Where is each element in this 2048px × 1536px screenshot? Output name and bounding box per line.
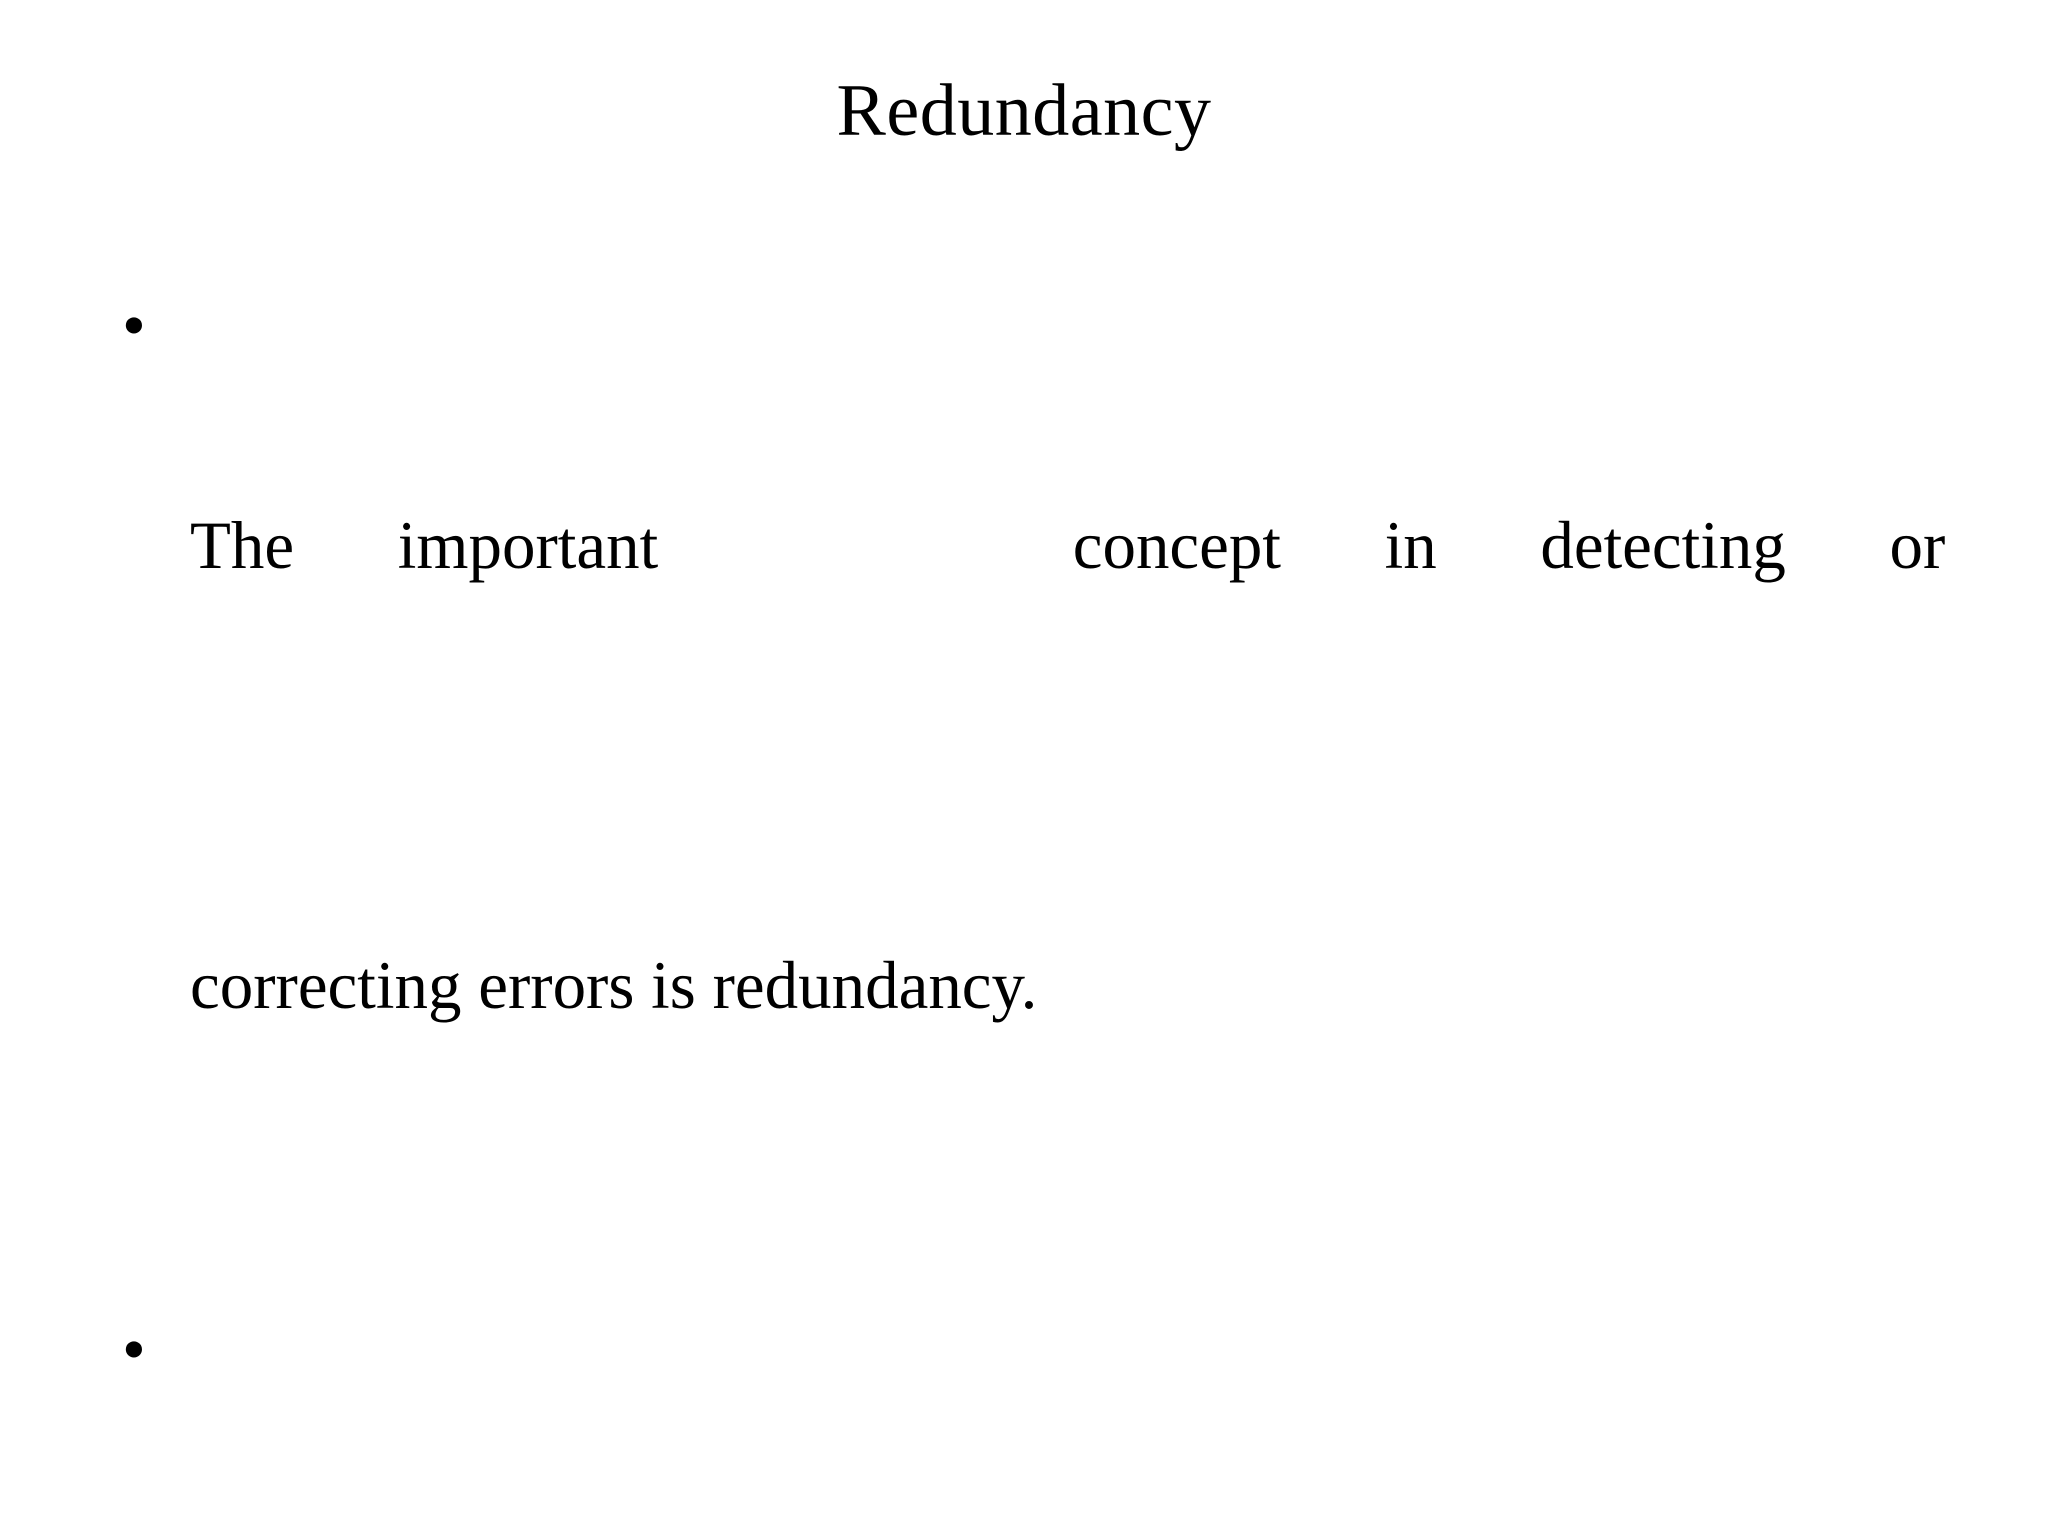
bullet-2-line-1: To be able to detect or correct errors, … bbox=[190, 1514, 1945, 1536]
slide-title: Redundancy bbox=[836, 70, 1212, 152]
bullet-text-2: To be able to detect or correct errors, … bbox=[190, 1294, 1945, 1536]
bullet-point-icon: • bbox=[122, 287, 146, 363]
bullet-1-line-2: correcting errors is redundancy. bbox=[190, 947, 1038, 1023]
bullet-1-line-1: The important concept in detecting or bbox=[190, 507, 1946, 583]
bullet-list: • The important concept in detecting or … bbox=[112, 270, 1972, 1536]
bullet-point-icon: • bbox=[122, 1311, 146, 1387]
bullet-item-1: • The important concept in detecting or … bbox=[112, 270, 1972, 1260]
bullet-text-1: The important concept in detecting or co… bbox=[190, 270, 1945, 1260]
bullet-item-2: • To be able to detect or correct errors… bbox=[112, 1294, 1972, 1536]
